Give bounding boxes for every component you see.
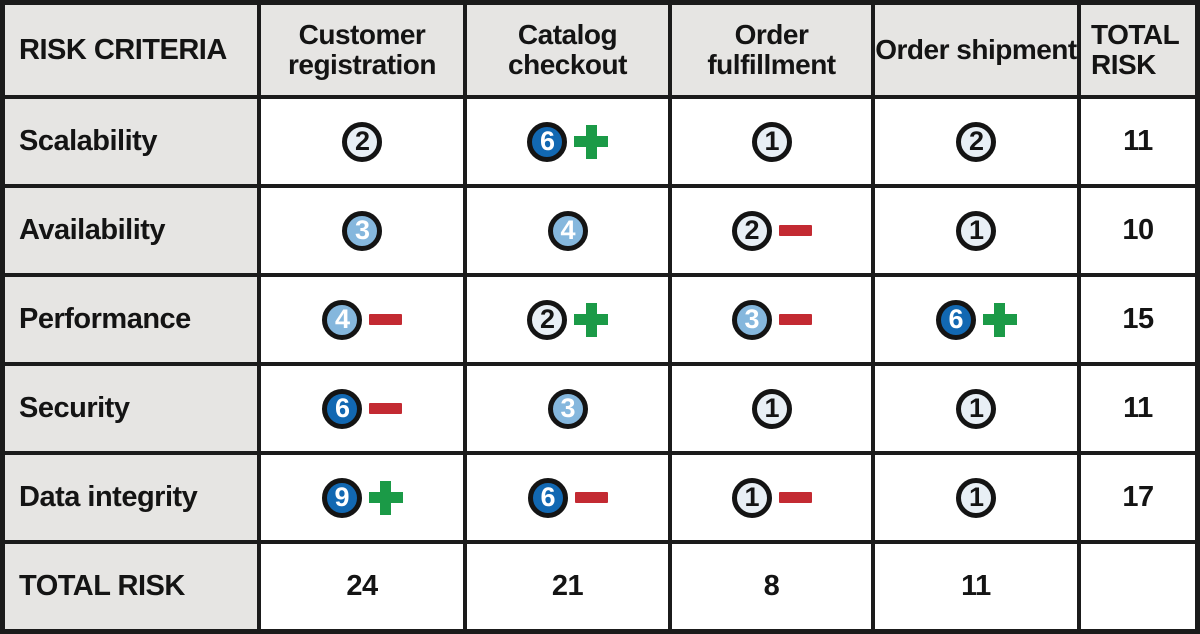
row-total: 10	[1081, 188, 1195, 273]
risk-score-badge: 1	[751, 121, 792, 162]
column-header-total-risk: TOTAL RISK	[1081, 5, 1195, 95]
risk-cell: 1	[875, 366, 1077, 451]
risk-cell: 2	[261, 99, 463, 184]
column-total: 21	[467, 544, 668, 629]
plus-icon	[982, 302, 1017, 337]
risk-cell: 6	[467, 99, 668, 184]
minus-icon	[574, 492, 608, 503]
risk-score-badge: 6	[935, 299, 976, 340]
risk-score-value: 1	[968, 482, 984, 512]
risk-score-badge: 3	[731, 299, 772, 340]
risk-score-badge: 4	[322, 299, 362, 340]
risk-score-value: 1	[744, 482, 759, 512]
risk-score-badge: 9	[321, 477, 362, 518]
minus-icon	[369, 314, 402, 325]
grand-total-empty	[1081, 544, 1195, 629]
row-label-data-integrity: Data integrity	[5, 455, 257, 540]
plus-icon	[574, 124, 608, 159]
risk-score-badge: 4	[547, 210, 588, 251]
row-label-scalability: Scalability	[5, 99, 257, 184]
row-total: 11	[1081, 99, 1195, 184]
minus-icon	[369, 403, 402, 414]
risk-cell: 6	[261, 366, 463, 451]
risk-score-badge: 2	[731, 210, 772, 251]
risk-score-badge: 3	[547, 388, 588, 429]
column-header-customer-registration: Customer registration	[261, 5, 463, 95]
risk-cell: 1	[875, 188, 1077, 273]
column-header-catalog-checkout: Catalog checkout	[467, 5, 668, 95]
risk-score-badge: 1	[751, 388, 792, 429]
risk-score-value: 9	[334, 482, 349, 512]
risk-cell: 1	[672, 455, 871, 540]
row-label-security: Security	[5, 366, 257, 451]
risk-score-badge: 2	[527, 299, 567, 340]
plus-icon	[574, 302, 608, 337]
risk-cell: 6	[467, 455, 668, 540]
risk-cell: 6	[875, 277, 1077, 362]
minus-icon	[778, 492, 812, 503]
risk-score-badge: 6	[322, 388, 362, 429]
column-header-order-shipment: Order shipment	[875, 5, 1077, 95]
risk-score-badge: 1	[956, 210, 996, 251]
risk-score-value: 2	[968, 126, 984, 156]
risk-cell: 1	[875, 455, 1077, 540]
risk-score-badge: 6	[527, 121, 567, 162]
risk-score-value: 1	[764, 126, 779, 156]
risk-score-value: 6	[334, 393, 350, 423]
risk-score-badge: 6	[527, 477, 568, 518]
risk-score-value: 1	[968, 215, 984, 245]
risk-score-value: 1	[968, 393, 984, 423]
risk-score-value: 2	[744, 215, 759, 245]
risk-cell: 4	[261, 277, 463, 362]
risk-score-value: 6	[539, 126, 555, 156]
row-total: 17	[1081, 455, 1195, 540]
risk-score-badge: 1	[956, 477, 996, 518]
risk-score-value: 1	[764, 393, 779, 423]
risk-score-value: 6	[540, 482, 555, 512]
risk-cell: 3	[672, 277, 871, 362]
column-total: 11	[875, 544, 1077, 629]
column-total: 24	[261, 544, 463, 629]
risk-score-badge: 3	[342, 210, 382, 251]
footer-label-total-risk: TOTAL RISK	[5, 544, 257, 629]
risk-score-value: 2	[354, 126, 370, 156]
row-total: 11	[1081, 366, 1195, 451]
risk-cell: 2	[467, 277, 668, 362]
risk-score-value: 4	[334, 304, 350, 334]
risk-score-value: 3	[744, 304, 759, 334]
risk-cell: 1	[672, 99, 871, 184]
plus-icon	[368, 480, 403, 515]
risk-score-badge: 1	[731, 477, 772, 518]
risk-cell: 2	[672, 188, 871, 273]
row-label-performance: Performance	[5, 277, 257, 362]
column-total: 8	[672, 544, 871, 629]
risk-score-value: 3	[560, 393, 575, 423]
risk-cell: 9	[261, 455, 463, 540]
column-header-order-fulfillment: Order fulfillment	[672, 5, 871, 95]
risk-score-value: 4	[560, 215, 575, 245]
row-total: 15	[1081, 277, 1195, 362]
risk-score-value: 2	[539, 304, 555, 334]
minus-icon	[778, 314, 812, 325]
risk-cell: 3	[467, 366, 668, 451]
risk-score-badge: 2	[956, 121, 996, 162]
risk-score-badge: 2	[342, 121, 382, 162]
row-label-availability: Availability	[5, 188, 257, 273]
risk-score-badge: 1	[956, 388, 996, 429]
risk-cell: 4	[467, 188, 668, 273]
risk-cell: 3	[261, 188, 463, 273]
corner-header: RISK CRITERIA	[5, 5, 257, 95]
risk-score-value: 6	[948, 304, 963, 334]
risk-cell: 1	[672, 366, 871, 451]
minus-icon	[778, 225, 812, 236]
risk-score-value: 3	[354, 215, 370, 245]
risk-cell: 2	[875, 99, 1077, 184]
